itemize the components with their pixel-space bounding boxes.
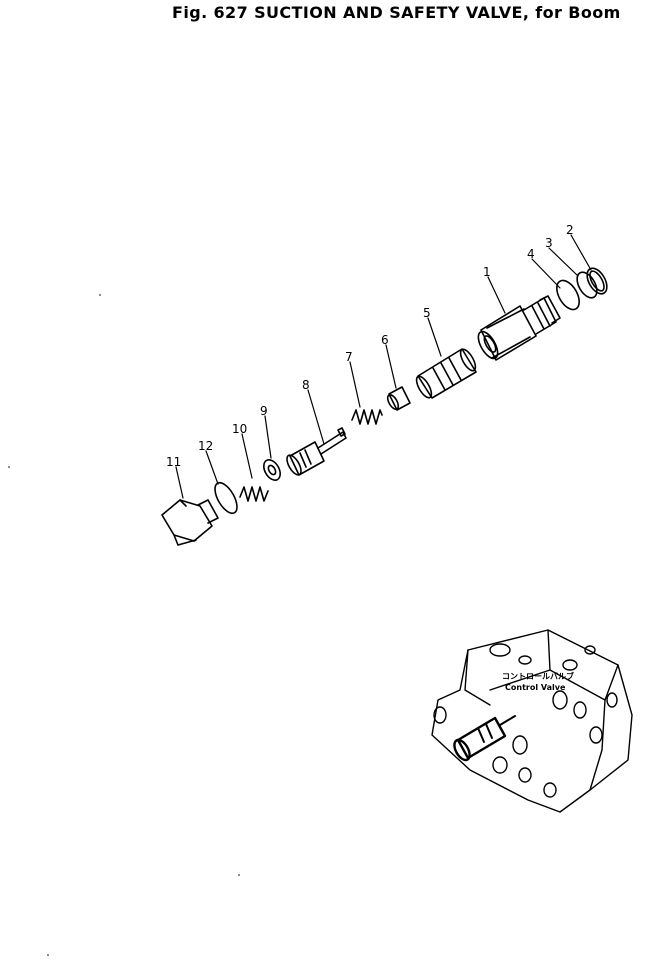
callout-2: 2: [566, 223, 574, 237]
callout-1: 1: [483, 265, 491, 279]
callout-10: 10: [232, 422, 247, 436]
figure-title: Fig. 627 SUCTION AND SAFETY VALVE, for B…: [172, 3, 621, 22]
part-3-backup-ring: [576, 271, 598, 299]
part-4-o-ring: [556, 279, 580, 311]
callout-11: 11: [166, 455, 181, 469]
part-12-o-ring: [214, 481, 238, 515]
part-1-valve-body: [477, 295, 561, 361]
callout-6: 6: [381, 333, 389, 347]
inset-label-en: Control Valve: [505, 683, 566, 692]
callout-9: 9: [260, 404, 268, 418]
part-7-spring: [351, 409, 383, 425]
part-6-seat: [386, 386, 411, 411]
control-valve-inset: コントロールバルブ Control Valve: [431, 629, 633, 813]
leader-lines: [175, 234, 592, 499]
part-10-spring: [239, 486, 269, 502]
callout-5: 5: [423, 306, 431, 320]
callout-3: 3: [545, 236, 553, 250]
scan-specks: [8, 294, 240, 956]
callout-12: 12: [198, 439, 213, 453]
callout-4: 4: [527, 247, 535, 261]
callout-7: 7: [345, 350, 353, 364]
part-8-piston: [286, 427, 347, 476]
callout-labels: 1 2 3 4 5 6 7 8 9 10 11 12: [166, 223, 574, 469]
part-11-plug: [161, 499, 219, 546]
part-9-nut: [263, 459, 281, 481]
callout-8: 8: [302, 378, 310, 392]
inset-label-jp: コントロールバルブ: [502, 671, 574, 681]
part-5-sleeve: [415, 348, 477, 399]
